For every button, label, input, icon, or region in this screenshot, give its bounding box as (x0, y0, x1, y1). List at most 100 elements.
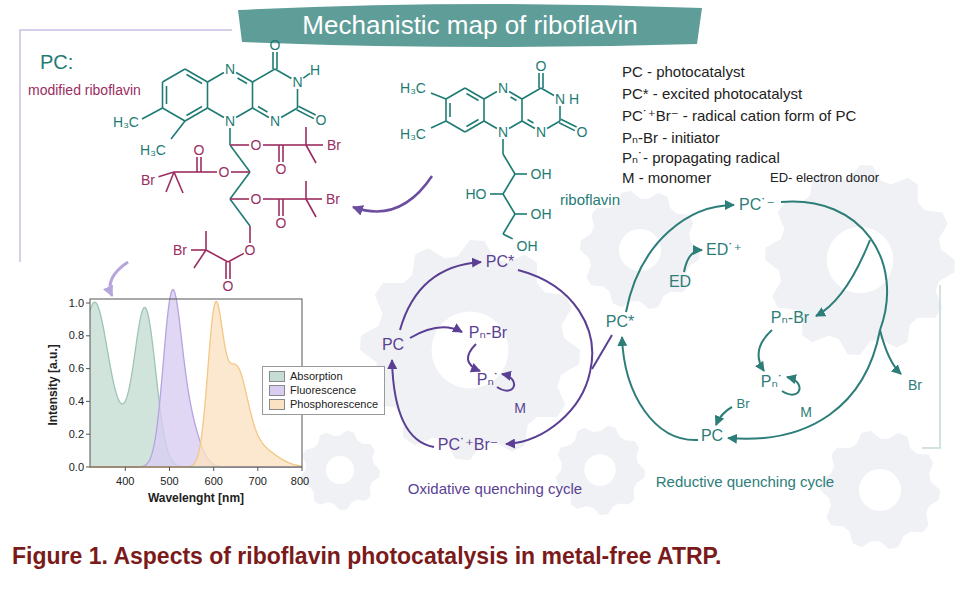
legend-swatch (269, 399, 285, 410)
cycle-arrow (728, 330, 880, 439)
chemical-bond (502, 139, 504, 154)
axis-title: Wavelenght [nm] (148, 492, 244, 506)
tick-label: 0.8 (69, 329, 84, 342)
tick-mark (86, 303, 90, 304)
chemical-bond (236, 108, 252, 117)
species-label: Pₙ-Br (469, 324, 507, 342)
compound-name: riboflavin (560, 191, 620, 208)
cycle-arrow (622, 337, 698, 440)
spectra-chart (86, 290, 302, 471)
chemical-bond (547, 121, 560, 128)
cycle-arrow (392, 360, 434, 447)
species-label: Br (908, 377, 922, 393)
chemical-bond (231, 171, 250, 173)
cycle-arrow (410, 327, 462, 338)
cycle-arrow (400, 262, 481, 330)
cycle-arrow (880, 330, 901, 374)
atom-label: H₃C (400, 80, 426, 96)
cycle-arrow (468, 344, 480, 371)
chemical-bond (466, 93, 478, 100)
chemical-bond (162, 82, 164, 108)
oxidative-cycle (392, 262, 612, 447)
key-text: PC - photocatalyst (622, 63, 745, 80)
chemical-bond (166, 172, 174, 192)
chemical-bond (166, 86, 168, 104)
chemical-bond (208, 73, 224, 82)
chemical-bond (163, 69, 186, 82)
gear-shape (580, 191, 700, 310)
chemical-bond (511, 97, 517, 100)
chart-legend: AbsorptionFluorescencePhosphorescence (262, 366, 385, 415)
atom-label: N (498, 124, 508, 140)
frame-line (922, 285, 940, 448)
atom-label: H₃C (400, 126, 426, 142)
key-text: Pₙ˙- propagating radical (622, 149, 780, 166)
species-label: Pₙ˙ (761, 373, 783, 391)
chemical-bond (484, 92, 497, 99)
cycle-title: Oxidative quenching cycle (408, 480, 582, 497)
atom-label: N (555, 91, 565, 107)
axis-title: Intensity [a.u.] (47, 344, 61, 425)
atom-label: O (251, 191, 262, 207)
gear-hole (859, 469, 901, 511)
chemical-bond (297, 89, 299, 108)
chemical-bond (490, 193, 503, 195)
legend-row: Phosphorescence (269, 398, 378, 412)
atom-label: O (270, 37, 281, 53)
chemical-bond (238, 78, 248, 83)
atom-label: O (251, 137, 262, 153)
species-label: Br (737, 397, 750, 412)
legend-text: Fluorescence (290, 384, 356, 398)
atom-label: Br (326, 191, 340, 207)
chemical-bond (306, 144, 323, 146)
chemical-bond (503, 234, 513, 239)
chemical-bond (466, 120, 478, 127)
gear-shape (301, 431, 380, 510)
cycle-link (592, 335, 612, 369)
atom-label: H (569, 91, 579, 107)
self-loop-arrow (497, 374, 514, 391)
molecule-structures (142, 52, 577, 279)
gear-hole (619, 229, 661, 271)
chemical-bond (503, 154, 515, 174)
key-text: PC˙⁺Br⁻ - radical cation form of PC (622, 107, 856, 124)
species-label: PC (382, 336, 404, 354)
chemical-bond (194, 250, 206, 268)
chemical-bond (196, 157, 198, 172)
chemical-bond (174, 172, 183, 193)
cycle-arrow (716, 407, 732, 425)
chemical-bond (253, 108, 269, 117)
tick-mark (86, 335, 90, 336)
chemical-bond (503, 174, 515, 194)
chemical-bond (542, 73, 544, 88)
tick-mark (302, 467, 303, 471)
tick-label: 500 (160, 475, 178, 488)
chemical-bond (515, 213, 527, 215)
tick-mark (86, 434, 90, 435)
chemical-bond (503, 194, 515, 214)
atom-label: HO (466, 186, 487, 202)
chemical-bond (236, 73, 252, 82)
chemical-bond (521, 99, 523, 121)
legend-swatch (269, 371, 285, 382)
species-label: ED˙⁺ (706, 241, 742, 259)
tick-mark (86, 401, 90, 402)
atom-label: O (219, 164, 230, 180)
chemical-bond (230, 199, 250, 226)
chemical-bond (230, 198, 249, 200)
legend-row: Fluorescence (269, 384, 378, 398)
chemical-bond (258, 107, 268, 112)
chemical-bond (142, 108, 163, 119)
chemical-bond (230, 172, 250, 199)
spectrum-area (90, 290, 302, 467)
chemical-bond (228, 253, 244, 262)
chemical-bond (282, 145, 284, 162)
chemical-bond (484, 121, 497, 128)
chemical-bond (559, 123, 575, 131)
chemical-bond (561, 119, 577, 127)
atom-label: OH (531, 206, 552, 222)
chemical-bond (282, 199, 284, 216)
atom-label: O (577, 124, 588, 140)
atom-label: H₃C (140, 142, 166, 158)
legend-text: Phosphorescence (290, 398, 378, 412)
